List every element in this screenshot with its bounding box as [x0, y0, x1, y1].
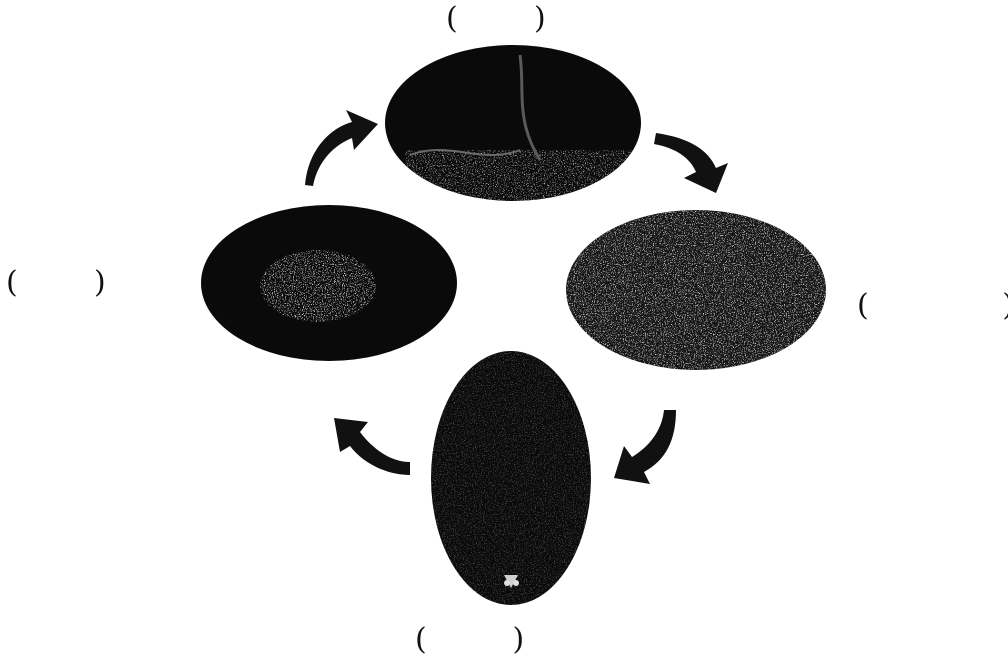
stage-bottom-image: [431, 350, 591, 606]
stage-left-blank-label: ( ): [6, 268, 106, 298]
arrow-left-to-top: [305, 110, 378, 186]
stage-top-image: [385, 45, 641, 205]
stage-right-blank-label: ( ): [857, 291, 1008, 321]
stage-right-image: [566, 210, 828, 372]
arrow-top-to-right: [654, 133, 728, 193]
arrow-bottom-to-left: [334, 418, 410, 475]
stage-top-blank-label: ( ): [446, 4, 546, 34]
stage-left-image: [201, 205, 457, 361]
arrow-right-to-bottom: [614, 410, 676, 484]
stage-bottom-blank-label: ( ): [415, 625, 524, 655]
